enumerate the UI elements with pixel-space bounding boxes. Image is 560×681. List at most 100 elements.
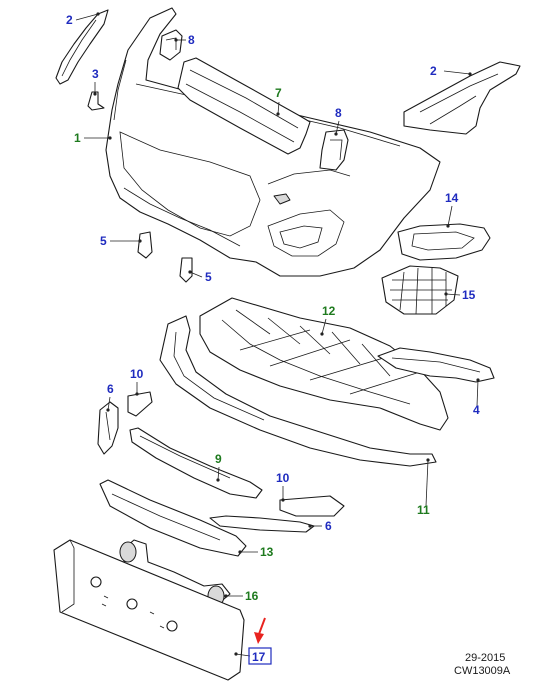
callout-5-c5b: 5 [188,270,212,284]
part-6-right-strip [209,515,315,533]
callout-label: 11 [417,503,430,517]
callout-1-c1: 1 [74,131,112,145]
callout-12-c12: 12 [320,304,336,336]
callout-16-c16: 16 [224,589,259,603]
callout-label: 13 [260,545,274,559]
part-7-beam [177,57,311,155]
callout-8-c8b: 8 [334,106,342,136]
leader-line [75,13,99,21]
leader-dot [444,292,448,296]
callout-label: 3 [92,67,99,81]
callout-9-c9: 9 [215,452,222,482]
leader-dot [188,270,192,274]
leader-dot [476,378,480,382]
part-17-plate-panel [53,539,245,681]
callout-label: 4 [473,403,480,417]
leader-line [445,293,461,296]
callout-label: 14 [445,191,459,205]
leader-dot [446,224,450,228]
leader-dot [135,392,139,396]
callout-15-c15: 15 [444,288,476,302]
leader-dot [320,332,324,336]
part-5-clip-a [137,231,153,259]
leader-line [476,379,479,407]
part-14-grille-bezel [397,223,491,261]
callout-label: 12 [322,304,336,318]
leader-dot [216,478,220,482]
part-13-lower-trim [99,479,247,557]
leader-dot [174,38,178,42]
leader-line [217,466,220,481]
callout-layer: 2 8 3 2 7 1 8 14 5 5 15 12 6 10 4 9 10 11 6 13 16 17 [66,12,480,665]
callout-label: 2 [430,64,437,78]
part-5-clip-b [179,257,193,283]
leader-dot [426,458,430,462]
leader-dot [234,652,238,656]
drawing-reference: CW13009A [454,665,511,677]
callout-4-c4: 4 [473,378,480,417]
callout-14-c14: 14 [445,191,459,228]
callout-2-c2a: 2 [66,12,100,27]
leader-dot [308,524,312,528]
callout-label: 1 [74,131,81,145]
leader-line [189,271,203,278]
callout-10-c10a: 10 [130,367,144,396]
callout-label: 9 [215,452,222,466]
leader-dot [281,498,285,502]
part-12-undertray [199,297,449,431]
leader-line [107,396,111,411]
part-11-lip-spoiler [159,315,437,467]
leader-dot [93,92,97,96]
callout-8-c8a: 8 [174,33,195,47]
callout-highlight-box [248,647,272,665]
part-10-left-bracket [127,391,153,417]
callout-label: 6 [107,382,114,396]
part-4-side-bracket [377,347,495,383]
leader-dot [108,136,112,140]
callout-3-c3: 3 [92,67,99,96]
highlight-arrow [254,617,266,644]
callout-label: 7 [275,86,282,100]
leader-dot [96,12,100,16]
leader-line [321,318,327,335]
callout-label: 5 [100,234,107,248]
leader-dot [224,594,228,598]
leader-dot [468,72,472,76]
part-10-right-bracket [279,495,345,517]
callout-10-c10b: 10 [276,471,290,502]
part-6-left-bracket [97,401,119,455]
callout-label: 6 [325,519,332,533]
callout-label: 5 [205,270,212,284]
callout-label: 8 [188,33,195,47]
leader-dot [238,550,242,554]
part-2-left-bracket [55,9,109,85]
callout-label: 15 [462,288,476,302]
part-15-mesh-grille [381,265,459,315]
callout-11-c11: 11 [417,458,430,517]
part-2-right-support [403,61,521,135]
leader-dot [138,239,142,243]
callout-2-c2b: 2 [430,64,472,78]
leader-line [235,653,251,657]
callout-label: 2 [66,13,73,27]
date-code: 29-2015 [465,652,505,664]
callout-label: 8 [335,106,342,120]
leader-line [425,459,429,507]
leader-line [335,120,340,135]
callout-label: 10 [276,471,290,485]
callout-7-c7: 7 [275,86,282,116]
callout-6-c6b: 6 [308,519,332,533]
callout-5-c5a: 5 [100,234,142,248]
leader-dot [106,408,110,412]
part-8-mid-bracket [319,129,349,171]
callout-label: 10 [130,367,144,381]
callout-13-c13: 13 [238,545,274,559]
part-8-top-bracket [159,29,183,61]
callout-label: 16 [245,589,259,603]
leader-dot [276,112,280,116]
leader-dot [334,132,338,136]
part-3-clip [87,91,105,111]
callout-17-c17: 17 [234,647,272,665]
leader-line [443,70,471,75]
